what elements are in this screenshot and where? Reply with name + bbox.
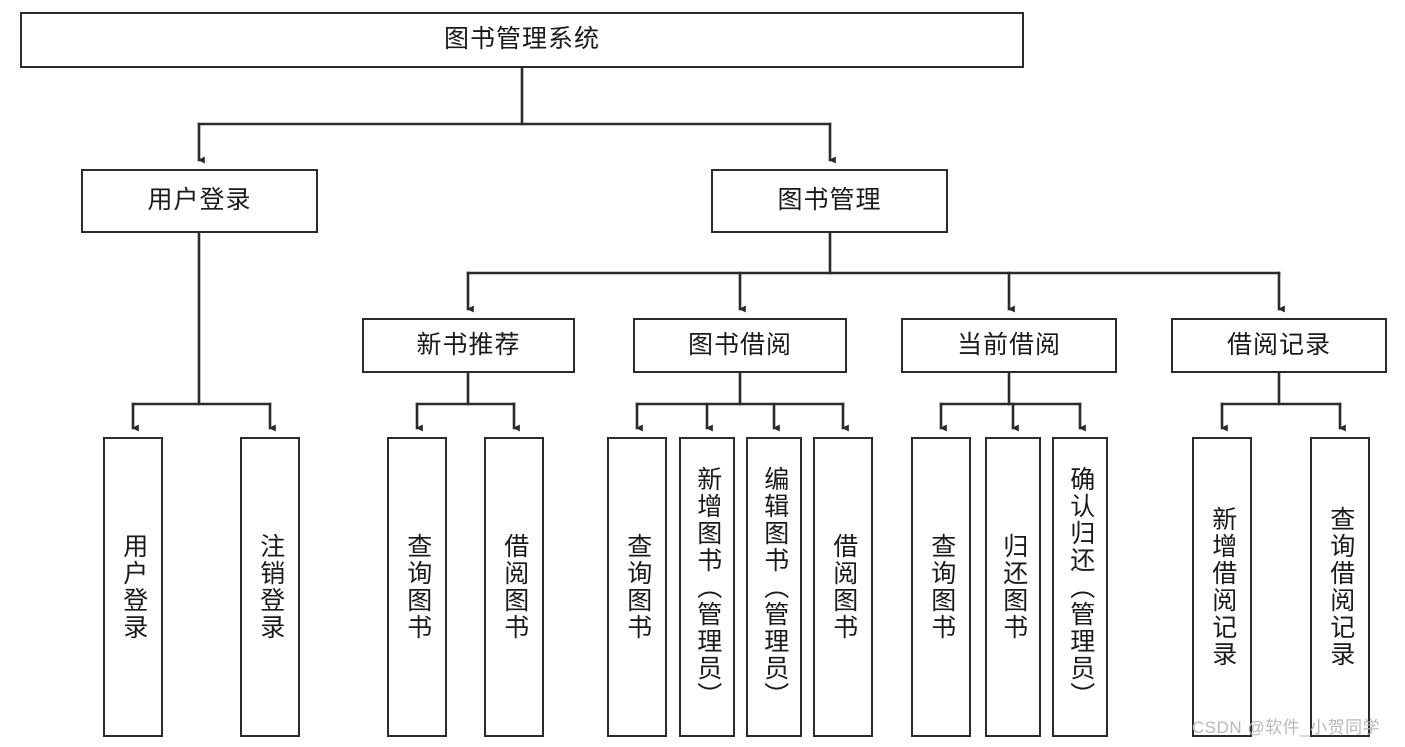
node-borrow-record[interactable]: 借阅记录 bbox=[1171, 318, 1387, 373]
node-leaf-add-book[interactable]: 新增图书（管理员） bbox=[679, 437, 735, 737]
node-leaf-query-book-3-label: 查询图书 bbox=[927, 533, 956, 641]
node-leaf-confirm-return[interactable]: 确认归还（管理员） bbox=[1052, 437, 1108, 737]
node-book-borrow-label: 图书借阅 bbox=[687, 330, 792, 359]
node-leaf-borrow-book-1[interactable]: 借阅图书 bbox=[484, 437, 544, 737]
node-root-label: 图书管理系统 bbox=[443, 25, 600, 54]
csdn-watermark: CSDN @软件_小贺同学 bbox=[1192, 718, 1381, 737]
node-leaf-return-book[interactable]: 归还图书 bbox=[985, 437, 1041, 737]
node-leaf-query-book-2[interactable]: 查询图书 bbox=[607, 437, 667, 737]
node-borrow-record-label: 借阅记录 bbox=[1226, 330, 1331, 359]
node-book-borrow[interactable]: 图书借阅 bbox=[633, 318, 847, 373]
node-leaf-user-logout-label: 注销登录 bbox=[256, 533, 285, 641]
node-leaf-borrow-book-1-label: 借阅图书 bbox=[500, 533, 529, 641]
node-leaf-borrow-book-2-label: 借阅图书 bbox=[829, 533, 858, 641]
node-leaf-query-record-label: 查询借阅记录 bbox=[1326, 506, 1355, 668]
node-current-borrow[interactable]: 当前借阅 bbox=[901, 318, 1117, 373]
node-user-login-label: 用户登录 bbox=[147, 186, 252, 215]
node-leaf-add-book-label: 新增图书（管理员） bbox=[693, 465, 722, 709]
node-current-borrow-label: 当前借阅 bbox=[956, 330, 1061, 359]
node-leaf-query-book-2-label: 查询图书 bbox=[623, 533, 652, 641]
node-leaf-borrow-book-2[interactable]: 借阅图书 bbox=[813, 437, 873, 737]
node-leaf-confirm-return-label: 确认归还（管理员） bbox=[1066, 465, 1095, 709]
node-leaf-add-record-label: 新增借阅记录 bbox=[1208, 506, 1237, 668]
node-root[interactable]: 图书管理系统 bbox=[20, 12, 1024, 68]
node-leaf-edit-book-label: 编辑图书（管理员） bbox=[760, 465, 789, 709]
node-new-book-rec-label: 新书推荐 bbox=[416, 330, 521, 359]
node-book-manage[interactable]: 图书管理 bbox=[711, 169, 948, 233]
node-user-login[interactable]: 用户登录 bbox=[81, 169, 318, 233]
node-new-book-rec[interactable]: 新书推荐 bbox=[362, 318, 575, 373]
node-leaf-query-book-1-label: 查询图书 bbox=[403, 533, 432, 641]
node-leaf-return-book-label: 归还图书 bbox=[999, 533, 1028, 641]
node-leaf-user-login-label: 用户登录 bbox=[119, 533, 148, 641]
node-leaf-user-login[interactable]: 用户登录 bbox=[103, 437, 163, 737]
node-leaf-query-book-3[interactable]: 查询图书 bbox=[911, 437, 971, 737]
node-leaf-query-record[interactable]: 查询借阅记录 bbox=[1310, 437, 1370, 737]
node-leaf-user-logout[interactable]: 注销登录 bbox=[240, 437, 300, 737]
node-leaf-add-record[interactable]: 新增借阅记录 bbox=[1192, 437, 1252, 737]
node-leaf-query-book-1[interactable]: 查询图书 bbox=[387, 437, 447, 737]
node-leaf-edit-book[interactable]: 编辑图书（管理员） bbox=[746, 437, 802, 737]
node-book-manage-label: 图书管理 bbox=[777, 186, 882, 215]
